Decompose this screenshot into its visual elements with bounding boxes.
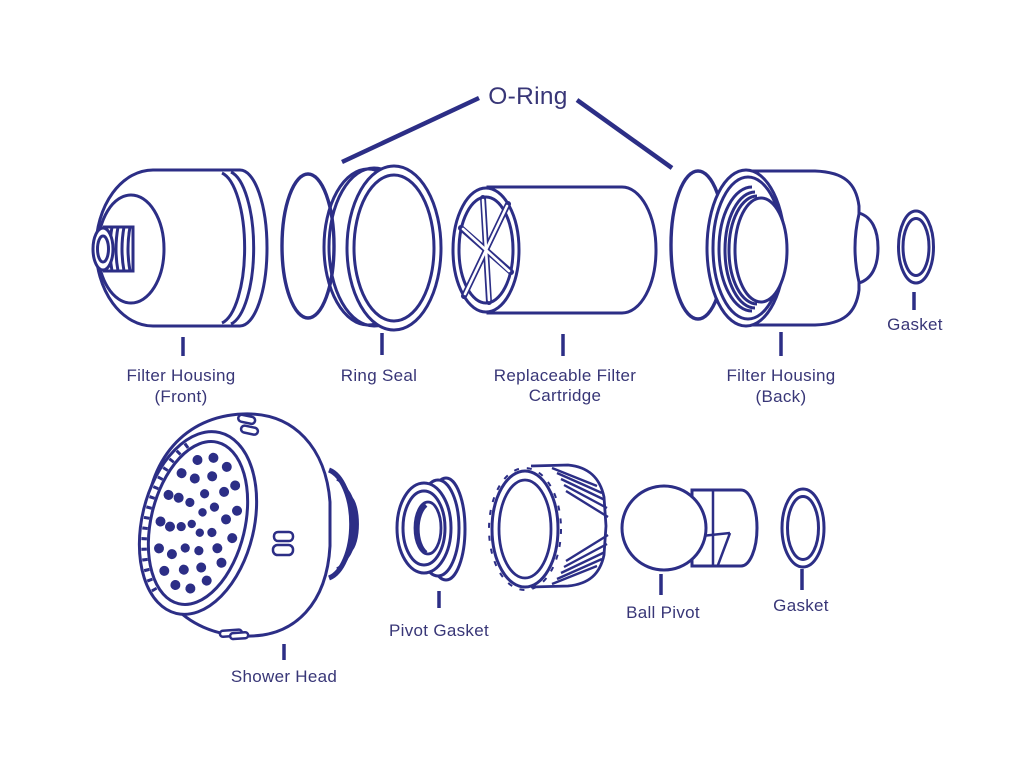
filter-housing-back-drawing (705, 168, 880, 328)
nozzle-hole (159, 565, 170, 576)
o-ring-callout: O-Ring (341, 83, 674, 170)
spray-face (137, 430, 259, 616)
pivot-gasket-label: Pivot Gasket (389, 621, 489, 640)
nozzle-hole (178, 564, 189, 575)
filter-housing-front-label-line1: Filter Housing (126, 366, 235, 385)
filter-cartridge-label-line2: Cartridge (529, 386, 602, 405)
o-ring-leader-left (341, 95, 480, 165)
gasket-top-label: Gasket (887, 315, 943, 334)
o-ring-label: O-Ring (488, 83, 567, 110)
nozzle-hole (221, 514, 232, 525)
ball-pivot-label: Ball Pivot (626, 603, 700, 622)
nozzle-hole (207, 527, 217, 538)
nozzle-hole (219, 486, 230, 497)
gasket-bottom-drawing (780, 487, 826, 569)
nozzle-hole (195, 528, 204, 537)
filter-housing-back-label-line2: (Back) (756, 387, 807, 406)
nozzle-hole (170, 580, 181, 591)
o-ring-left-drawing (280, 172, 336, 320)
nozzle-hole (207, 471, 218, 482)
nozzle-hole (163, 489, 174, 500)
nozzle-hole (189, 473, 200, 484)
ring-seal-drawing (322, 164, 443, 332)
filter-housing-back-label-line1: Filter Housing (726, 366, 835, 385)
pivot-gasket-drawing (395, 476, 467, 582)
nozzle-hole (155, 516, 166, 527)
collar-nut-drawing (488, 463, 609, 591)
nozzle-hole (201, 575, 212, 586)
gasket-top-drawing (897, 209, 935, 285)
nozzle-hole (232, 505, 243, 516)
o-ring-leader-right (575, 98, 674, 170)
nozzle-hole (230, 480, 241, 491)
nozzle-holes (153, 452, 243, 594)
nozzle-hole (164, 521, 175, 532)
shower-head-drawing (137, 412, 359, 641)
nozzle-hole (227, 533, 238, 544)
nozzle-hole (212, 543, 223, 554)
leader-ticks (181, 292, 916, 660)
shower-head-slots (218, 413, 295, 641)
ring-seal-label: Ring Seal (341, 366, 417, 385)
gasket-bottom-label: Gasket (773, 596, 829, 615)
nozzle-hole (198, 508, 207, 517)
nozzle-hole (166, 549, 177, 560)
nozzle-hole (216, 557, 227, 568)
shower-head-label: Shower Head (231, 667, 337, 686)
filter-housing-front-label-line2: (Front) (154, 387, 207, 406)
filter-cartridge-label-line1: Replaceable Filter (494, 366, 636, 385)
nozzle-hole (196, 562, 207, 573)
filter-housing-front-drawing (91, 168, 269, 328)
cartridge-spokes (458, 195, 514, 305)
knurl-ribs (551, 466, 609, 586)
nozzle-hole (194, 546, 204, 556)
nozzle-hole (176, 521, 186, 532)
nozzle-hole (185, 583, 196, 594)
nozzle-hole (208, 452, 219, 463)
nozzle-hole (221, 461, 232, 472)
filter-cartridge-drawing (451, 185, 658, 315)
nozzle-hole (176, 468, 187, 479)
nozzle-hole (173, 492, 184, 503)
threaded-nipple (91, 225, 135, 273)
nozzle-hole (185, 497, 195, 508)
nozzle-hole (209, 502, 220, 512)
nozzle-hole (187, 519, 196, 529)
nozzle-hole (200, 489, 210, 499)
nozzle-hole (153, 543, 164, 554)
nozzle-hole (192, 455, 203, 466)
nozzle-hole (180, 543, 190, 553)
ball-pivot-drawing (620, 484, 759, 572)
part-labels: Filter Housing (Front) Ring Seal Replace… (126, 315, 942, 686)
